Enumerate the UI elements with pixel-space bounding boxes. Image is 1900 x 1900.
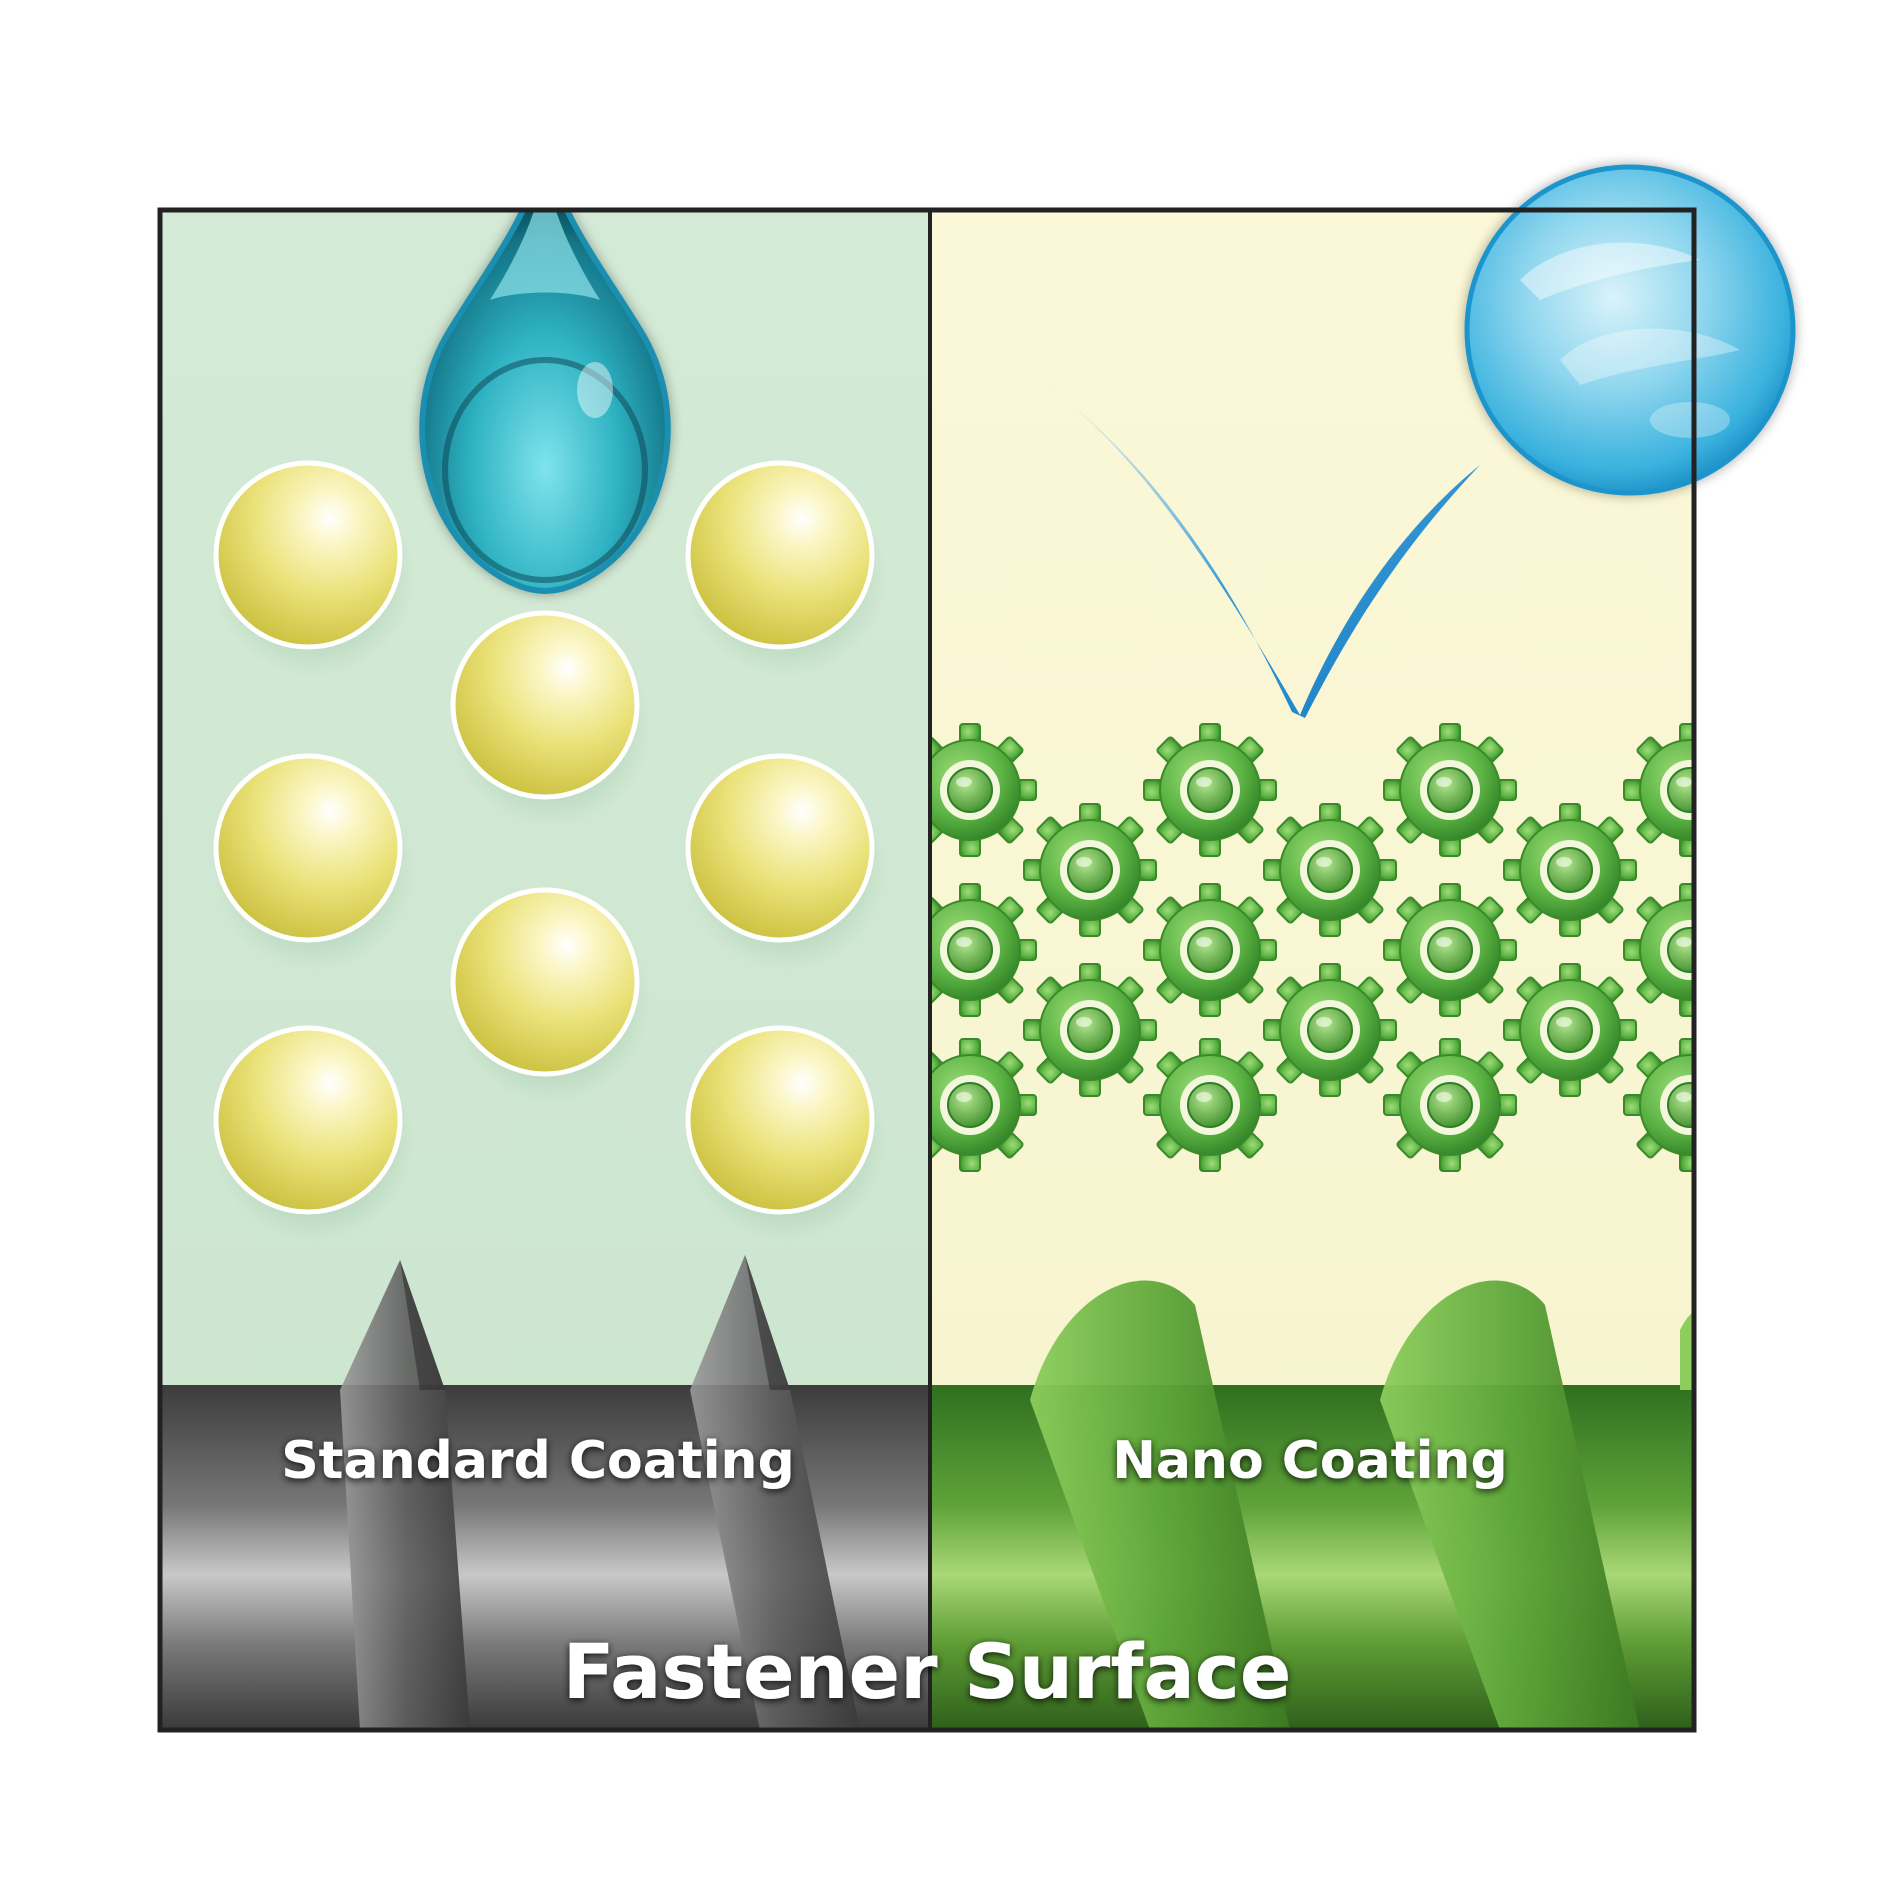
nano-gear-icon <box>1263 963 1397 1097</box>
coating-particle-icon <box>685 460 886 677</box>
coating-particle-icon <box>685 753 886 970</box>
coating-particle-icon <box>450 887 651 1104</box>
nano-gear-icon <box>1143 883 1277 1017</box>
fastener-surface-label: Fastener Surface <box>563 1627 1292 1716</box>
coating-particle-icon <box>685 1025 886 1242</box>
nano-gear-icon <box>1503 963 1637 1097</box>
nano-fastener-surface <box>930 1280 1694 1730</box>
nano-gear-icon <box>1503 803 1637 937</box>
standard-coating-panel <box>160 210 930 1730</box>
standard-fastener-surface <box>160 1255 930 1730</box>
nano-gear-icon <box>1383 883 1517 1017</box>
coating-particle-icon <box>450 610 651 827</box>
nano-gear-icon <box>1623 883 1694 1017</box>
coating-particle-icon <box>213 1025 414 1242</box>
nano-gear-icon <box>1023 803 1157 937</box>
nano-gear-icon <box>1383 1038 1517 1172</box>
diagram-frame <box>157 207 1697 1733</box>
nano-gear-icon <box>1623 1038 1694 1172</box>
nano-gear-icon <box>1263 803 1397 937</box>
standard-coating-label: Standard Coating <box>281 1431 795 1491</box>
nano-gear-icon <box>1143 723 1277 857</box>
nano-gear-icon <box>1143 1038 1277 1172</box>
water-drop-icon <box>419 210 671 594</box>
nano-gear-icon <box>1623 723 1694 857</box>
standard-coating-particles <box>213 460 886 1242</box>
nano-coating-label: Nano Coating <box>1112 1431 1507 1491</box>
coating-particle-icon <box>213 753 414 970</box>
coating-particle-icon <box>213 460 414 677</box>
nano-gear-icon <box>1383 723 1517 857</box>
nano-gear-icon <box>1023 963 1157 1097</box>
water-bead-icon <box>1464 164 1796 496</box>
